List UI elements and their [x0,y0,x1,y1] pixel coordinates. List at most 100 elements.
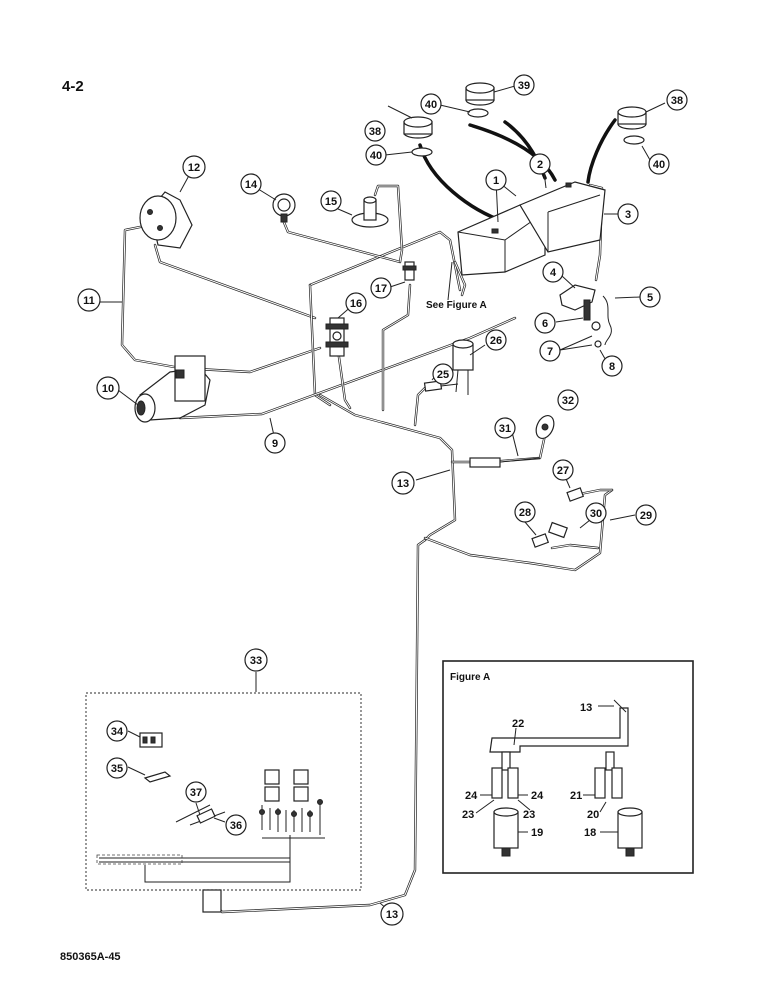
sender-14 [272,193,296,223]
callout-34: 34 [106,720,128,742]
svg-text:2: 2 [537,159,543,171]
fig-a-label-21: 21 [570,790,582,802]
figure-a-title: Figure A [450,672,490,683]
svg-text:26: 26 [490,335,502,347]
svg-text:33: 33 [250,655,262,667]
svg-text:6: 6 [542,318,548,330]
fig-a-label-23-right: 23 [523,809,535,821]
svg-text:40: 40 [425,99,437,111]
callout-40-left: 40 [365,144,387,166]
svg-text:34: 34 [111,726,124,738]
svg-text:7: 7 [547,346,553,358]
svg-text:13: 13 [386,909,398,921]
svg-text:29: 29 [640,510,652,522]
callout-9: 9 [264,432,286,454]
callout-32: 32 [557,389,579,411]
callout-15: 15 [320,190,342,212]
relay-26 [452,339,474,395]
svg-text:25: 25 [437,369,449,381]
callout-17: 17 [370,277,392,299]
fig-a-label-13: 13 [580,702,592,714]
callout-11: 11 [77,288,101,312]
switch-16 [325,317,349,357]
svg-text:28: 28 [519,507,531,519]
caps [403,82,647,157]
callout-27: 27 [552,459,574,481]
fig-a-label-22: 22 [512,718,524,730]
callout-13-lower: 13 [380,902,404,926]
sender-15 [351,196,389,228]
callout-30: 30 [585,502,607,524]
callout-35: 35 [106,757,128,779]
svg-text:15: 15 [325,196,337,208]
callout-29: 29 [635,504,657,526]
fig-a-label-20: 20 [587,809,599,821]
callout-33: 33 [244,648,268,672]
callout-26: 26 [485,329,507,351]
svg-text:38: 38 [671,95,683,107]
callout-37: 37 [185,781,207,803]
fig-a-label-23-left: 23 [462,809,474,821]
callout-10: 10 [96,376,120,400]
kit-box-33 [85,692,362,913]
svg-text:17: 17 [375,283,387,295]
see-figure-note: See Figure A [426,300,487,311]
svg-text:30: 30 [590,508,602,520]
svg-text:40: 40 [370,150,382,162]
callout-40-top: 40 [420,93,442,115]
callout-3: 3 [617,203,639,225]
callout-12: 12 [182,155,206,179]
svg-text:35: 35 [111,763,123,775]
fig-a-label-18: 18 [584,827,596,839]
svg-text:5: 5 [647,292,653,304]
connector-25 [423,380,459,392]
svg-text:37: 37 [190,787,202,799]
svg-text:1: 1 [493,175,499,187]
page-label: 4-2 [62,78,84,95]
callout-8: 8 [601,355,623,377]
callout-38-left: 38 [364,120,386,142]
gauge-12 [139,191,193,249]
callout-38-right: 38 [666,89,688,111]
svg-text:36: 36 [230,820,242,832]
callout-25: 25 [432,363,454,385]
svg-text:10: 10 [102,383,114,395]
callout-2: 2 [529,153,551,175]
callout-39: 39 [513,74,535,96]
fig-a-label-24-right: 24 [531,790,544,802]
callout-6: 6 [534,312,556,334]
callout-31: 31 [494,417,516,439]
svg-text:3: 3 [625,209,631,221]
svg-text:32: 32 [562,395,574,407]
starter-10 [134,355,211,423]
callout-40-right: 40 [648,153,670,175]
svg-text:39: 39 [518,80,530,92]
batteries [457,181,606,276]
svg-text:14: 14 [245,179,258,191]
svg-text:16: 16 [350,298,362,310]
callout-13-main: 13 [391,471,415,495]
callout-28: 28 [514,501,536,523]
callout-5: 5 [639,286,661,308]
callouts: 1 2 3 4 5 6 7 8 9 10 11 12 13 13 14 15 1… [77,74,688,926]
switch-assembly [559,284,612,348]
fig-a-label-24-left: 24 [465,790,478,802]
svg-text:4: 4 [550,267,557,279]
figure-a-box: Figure A 22 13 24 24 23 23 19 21 2 [442,660,694,874]
callout-36: 36 [225,814,247,836]
svg-text:27: 27 [557,465,569,477]
svg-text:9: 9 [272,438,278,450]
callout-1: 1 [485,169,507,191]
svg-text:11: 11 [83,295,95,307]
drawing-code: 850365A-45 [60,951,121,963]
sender-31-32 [469,415,555,468]
sender-17 [402,261,417,281]
fig-a-label-19: 19 [531,827,543,839]
svg-text:38: 38 [369,126,381,138]
main-harness [120,183,614,914]
svg-text:13: 13 [397,478,409,490]
callout-7: 7 [539,340,561,362]
switches-27-28-30 [531,487,585,548]
svg-text:31: 31 [499,423,511,435]
